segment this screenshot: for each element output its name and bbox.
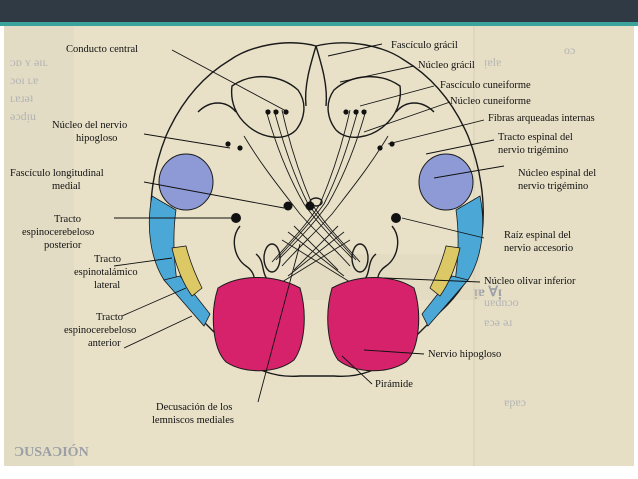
bleed-glyph: ɐɔǝ ǝɹ: [484, 315, 512, 329]
pyramid-left: [212, 277, 305, 372]
label-tracto-espinocer-post-3: posterior: [44, 240, 82, 251]
textbook-photo: ᴐᴅ ʏ ǝɪʟ ɔᴏɪ ʟɐ ʟɐɹǝʇ ǝɔdᴉu ᴉɐlɐ oɔ uɐdn…: [4, 26, 634, 466]
label-decusacion-1: Decusación de los: [156, 402, 232, 413]
nuclei-dots: [225, 109, 401, 223]
label-tracto-espinal-trigemino-2: nervio trigémino: [498, 145, 568, 156]
label-fasciculo-cuneiforme: Fascículo cuneiforme: [440, 80, 531, 91]
anterior-spinocerebellar-tract-left: [163, 275, 211, 327]
bleed-glyph: ɔᴏɪ ʟɐ: [10, 73, 38, 87]
label-tracto-espinocer-ant-3: anterior: [88, 338, 121, 349]
header-bar: [0, 0, 638, 22]
label-raiz-espinal-1: Raíz espinal del: [504, 230, 571, 241]
label-tracto-espinocer-ant-1: Tracto: [96, 312, 123, 323]
bleed-glyph: ʟɐɹǝʇ: [10, 91, 34, 105]
bleed-heading: ƆUSAƆIÓN: [14, 443, 89, 460]
leader-lines: [113, 43, 505, 403]
label-fasciculo-longitudinal-2: medial: [52, 181, 81, 192]
label-decusacion-2: lemniscos mediales: [152, 415, 234, 426]
label-nucleo-olivar: Núcleo olivar inferior: [484, 276, 576, 287]
label-tracto-espinotal-2: espinotalámico: [74, 267, 138, 278]
label-nucleo-hipogloso-1: Núcleo del nervio: [52, 120, 127, 131]
label-raiz-espinal-2: nervio accesorio: [504, 243, 573, 254]
label-fibras-arqueadas: Fibras arqueadas internas: [488, 113, 595, 124]
slide-bottom-margin: [0, 466, 638, 479]
spinal-trigeminal-nucleus-left: [158, 153, 214, 211]
label-nucleo-gracil: Núcleo grácil: [418, 60, 475, 71]
label-fasciculo-longitudinal-1: Fascículo longitudinal: [10, 168, 104, 179]
medulla-cross-section-diagram: ᴐᴅ ʏ ǝɪʟ ɔᴏɪ ʟɐ ʟɐɹǝʇ ǝɔdᴉu ᴉɐlɐ oɔ uɐdn…: [4, 26, 634, 466]
lateral-spinothalamic-tract-right: [429, 245, 461, 297]
label-tracto-espinocer-ant-2: espinocerebeloso: [64, 325, 136, 336]
label-nucleo-hipogloso-2: hipogloso: [76, 133, 117, 144]
header-accent-line: [0, 22, 638, 26]
label-tracto-espinotal-1: Tracto: [94, 254, 121, 265]
label-piramide: Pirámide: [375, 379, 413, 390]
background-bleed-text: ᴐᴅ ʏ ǝɪʟ ɔᴏɪ ʟɐ ʟɐɹǝʇ ǝɔdᴉu ᴉɐlɐ oɔ uɐdn…: [4, 26, 634, 466]
lateral-spinothalamic-tract-left: [171, 245, 203, 297]
bleed-glyph: ɐpɐɔ: [504, 395, 526, 409]
label-nucleo-espinal-trigemino-2: nervio trigémino: [518, 181, 588, 192]
label-conducto-central: Conducto central: [66, 44, 138, 55]
label-nucleo-espinal-trigemino-1: Núcleo espinal del: [518, 168, 596, 179]
bleed-glyph: ᴐᴅ ʏ ǝɪʟ: [10, 55, 48, 69]
label-tracto-espinocer-post-2: espinocerebeloso: [22, 227, 94, 238]
label-tracto-espinocer-post-1: Tracto: [54, 214, 81, 225]
label-nucleo-cuneiforme: Núcleo cuneiforme: [450, 96, 531, 107]
label-nervio-hipogloso: Nervio hipogloso: [428, 349, 501, 360]
label-tracto-espinal-trigemino-1: Tracto espinal del: [498, 132, 573, 143]
label-fasciculo-gracil: Fascículo grácil: [391, 40, 458, 51]
label-tracto-espinotal-3: lateral: [94, 280, 120, 291]
bleed-glyph: ᴉɐlɐ: [484, 55, 501, 69]
spinal-trigeminal-nucleus-right: [418, 153, 474, 211]
bleed-heading: ᴉɐ ∀ᴉ: [474, 285, 502, 300]
bleed-glyph: uɐdnɔo: [484, 295, 519, 309]
anterior-spinocerebellar-tract-right: [421, 275, 469, 327]
bleed-glyph: ǝɔdᴉu: [10, 109, 36, 123]
pyramid-right: [327, 277, 420, 372]
bleed-glyph: oɔ: [564, 43, 575, 57]
